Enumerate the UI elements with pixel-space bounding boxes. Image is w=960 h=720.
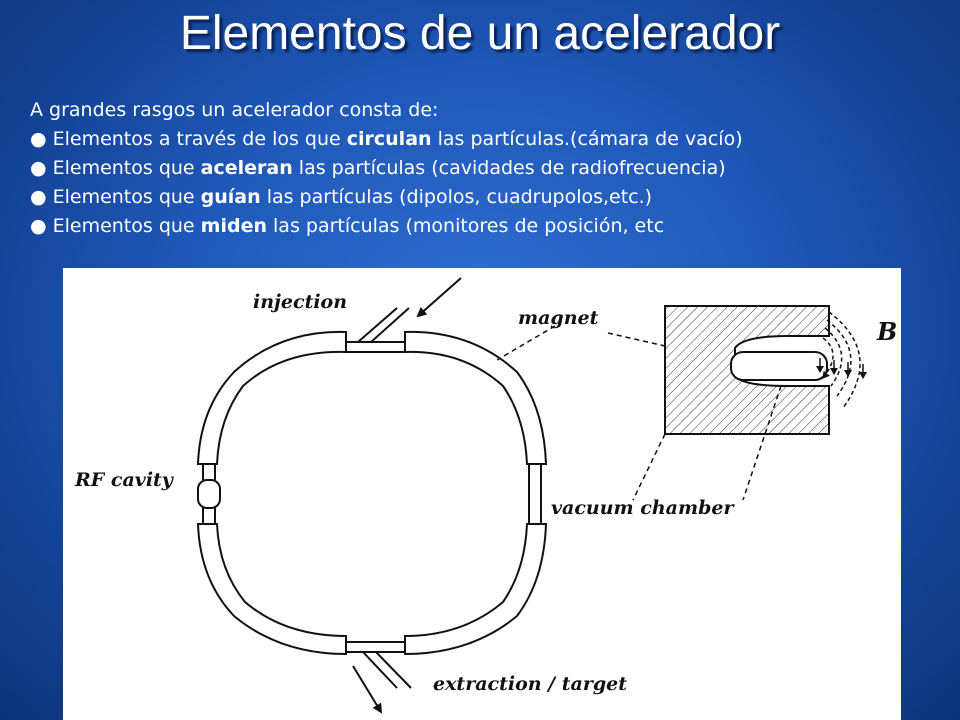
bullet-text: Elementos que [52, 157, 201, 179]
magnet-ring [196, 330, 548, 656]
accelerator-diagram: injection magnet B RF cavity vacuum cham… [63, 268, 901, 720]
bullet-icon: ● [30, 186, 47, 208]
label-magnet: magnet [518, 307, 599, 329]
bullet-text: Elementos a través de los que [52, 128, 347, 150]
bullet-item-guian: ●Elementos que guían las partículas (dip… [30, 183, 950, 212]
injection-line [357, 277, 462, 343]
label-b-field: B [876, 317, 897, 346]
bullet-text: las partículas (cavidades de radiofrecue… [292, 157, 726, 179]
bullet-item-circulan: ●Elementos a través de los que circulan … [30, 125, 950, 154]
leader-lines [496, 325, 782, 501]
bullet-emphasis: guían [200, 186, 261, 208]
extraction-line [352, 651, 412, 714]
bullet-text: las partículas (monitores de posición, e… [266, 215, 665, 237]
rf-cavity-shape [197, 479, 221, 509]
bullet-text: las partículas (dipolos, cuadrupolos,etc… [260, 186, 653, 208]
bullet-emphasis: aceleran [200, 157, 293, 179]
bullet-text: Elementos que [52, 215, 201, 237]
bullet-icon: ● [30, 215, 47, 237]
label-rf-cavity: RF cavity [74, 469, 175, 491]
bullet-icon: ● [30, 157, 47, 179]
intro-text: A grandes rasgos un acelerador consta de… [30, 99, 439, 121]
label-vacuum-chamber: vacuum chamber [551, 497, 735, 519]
bullet-emphasis: miden [200, 215, 267, 237]
bullet-emphasis: circulan [346, 128, 432, 150]
bullet-item-miden: ●Elementos que miden las partículas (mon… [30, 212, 950, 241]
label-injection: injection [253, 291, 347, 313]
label-extraction-target: extraction / target [433, 673, 627, 695]
vacuum-chamber [202, 341, 546, 653]
magnet-cross-section [664, 305, 867, 435]
slide-body: A grandes rasgos un acelerador consta de… [30, 96, 950, 241]
bullet-text: Elementos que [52, 186, 201, 208]
slide-title: Elementos de un acelerador [179, 7, 781, 60]
bullet-text: las partículas.(cámara de vacío) [431, 128, 743, 150]
bullet-item-aceleran: ●Elementos que aceleran las partículas (… [30, 154, 950, 183]
bullet-icon: ● [30, 128, 47, 150]
